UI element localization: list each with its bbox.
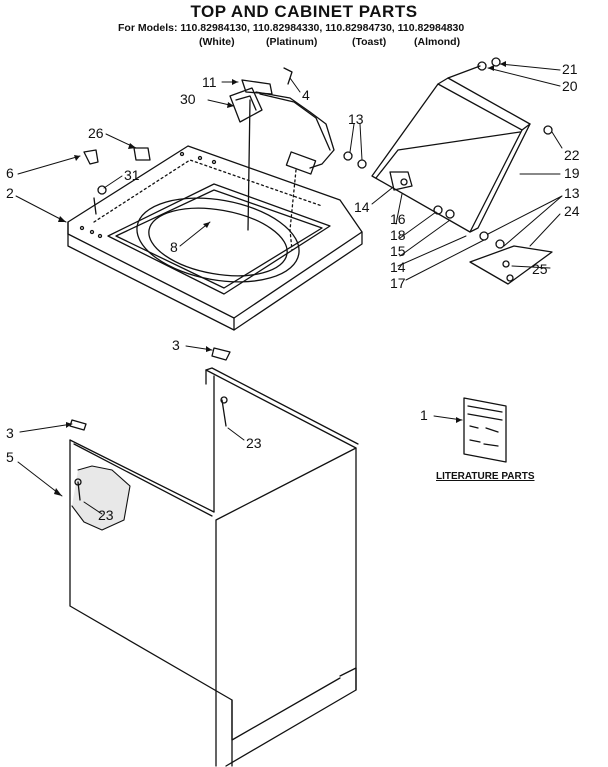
- callout-18: 18: [390, 227, 406, 243]
- callout-4: 4: [302, 87, 310, 103]
- callout-24: 24: [564, 203, 580, 219]
- callout-20: 20: [562, 78, 578, 94]
- callout-2: 2: [6, 185, 14, 201]
- callout-8: 8: [170, 239, 178, 255]
- callout-15: 15: [390, 243, 406, 259]
- callout-13-top: 13: [348, 111, 364, 127]
- callout-16: 16: [390, 211, 406, 227]
- small-parts: [83, 147, 151, 215]
- color-white: (White): [199, 36, 235, 48]
- callout-3-lower: 3: [6, 425, 14, 441]
- callout-14-bottom: 14: [390, 259, 406, 275]
- callout-21: 21: [562, 61, 578, 77]
- callout-13-right: 13: [564, 185, 580, 201]
- lid: [371, 57, 553, 233]
- page-title: TOP AND CABINET PARTS: [190, 2, 418, 21]
- callout-30: 30: [180, 91, 196, 107]
- cabinet-body: [69, 347, 359, 767]
- arrowheads: [54, 61, 506, 496]
- callout-1: 1: [420, 407, 428, 423]
- callout-17: 17: [390, 275, 406, 291]
- callout-23-right: 23: [246, 435, 262, 451]
- callout-23-left: 23: [98, 507, 114, 523]
- color-toast: (Toast): [352, 36, 387, 48]
- callout-22: 22: [564, 147, 580, 163]
- hinge-bracket: [469, 245, 553, 285]
- callout-14-top: 14: [354, 199, 370, 215]
- callout-6: 6: [6, 165, 14, 181]
- color-almond: (Almond): [414, 36, 461, 48]
- hinge-fasteners: [343, 151, 505, 249]
- color-platinum: (Platinum): [266, 36, 318, 48]
- literature-booklet: [463, 397, 507, 463]
- callout-26: 26: [88, 125, 104, 141]
- literature-parts-label: LITERATURE PARTS: [436, 471, 535, 482]
- models-line: For Models: 110.82984130, 110.82984330, …: [118, 22, 465, 34]
- lid-switch-assembly: [229, 67, 335, 251]
- callout-19: 19: [564, 165, 580, 181]
- callout-3-upper: 3: [172, 337, 180, 353]
- callout-31: 31: [124, 167, 140, 183]
- callout-labels: 11 4 30 21 20 13 26 22 6 31 19 2 13 14 1…: [6, 61, 580, 523]
- callout-25: 25: [532, 261, 548, 277]
- callout-5: 5: [6, 449, 14, 465]
- callout-11: 11: [202, 74, 217, 90]
- leader-lines: [15, 63, 563, 515]
- cabinet-top: [67, 145, 363, 331]
